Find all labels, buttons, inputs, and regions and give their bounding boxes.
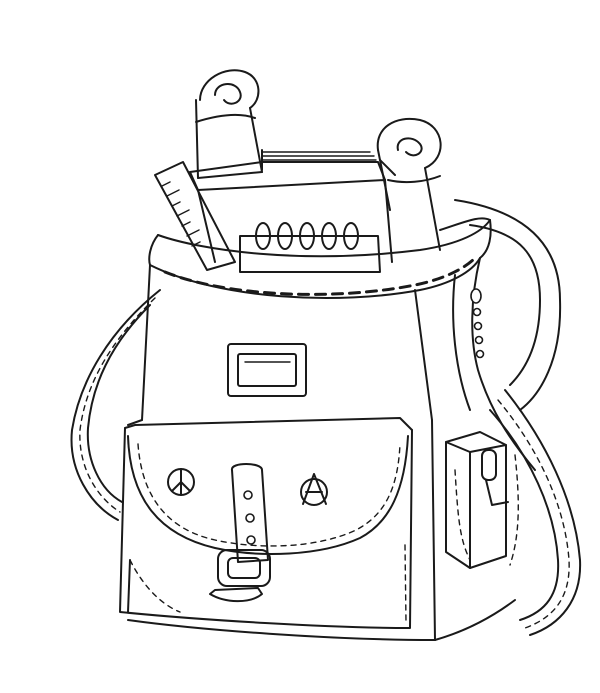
front-pocket: [119, 417, 413, 629]
notepad-spiral-rings: [255, 222, 359, 250]
front-clasp: [227, 343, 307, 397]
scroll-icon: [195, 69, 263, 179]
bag-body: [127, 217, 536, 641]
side-strap-holes: [470, 288, 485, 359]
spiral-notepad-icon: [239, 222, 381, 273]
buckle-icon: [209, 463, 271, 603]
right-lower-strap: [489, 389, 582, 636]
right-shoulder-strap: [454, 199, 562, 411]
side-pocket: [445, 431, 519, 569]
ruler-icon: [154, 161, 236, 271]
book-icon: [189, 149, 393, 263]
anarchy-symbol-icon: [300, 473, 328, 506]
scroll-icon: [376, 117, 442, 251]
peace-sign-icon: [167, 468, 195, 496]
left-shoulder-strap: [70, 289, 161, 521]
